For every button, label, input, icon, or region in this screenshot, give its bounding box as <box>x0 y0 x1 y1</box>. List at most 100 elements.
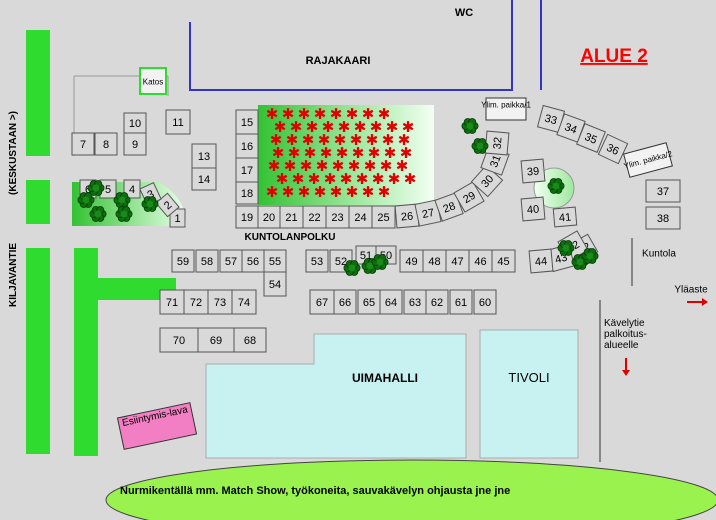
stall-53: 53 <box>305 249 329 273</box>
tree-icon <box>89 206 107 222</box>
esiintymislava-label: Esiintymis-lava <box>121 404 189 430</box>
ylaaste-label: Yläaste <box>674 285 708 296</box>
star-marker: ✱ <box>340 170 353 188</box>
stall-number: 57 <box>225 256 237 268</box>
stall-number: 37 <box>657 186 669 198</box>
stall-box <box>449 289 473 315</box>
stall-box <box>219 249 243 273</box>
stall-number: 52 <box>335 256 347 268</box>
stall-8: 8 <box>94 132 118 156</box>
star-marker: ✱ <box>306 118 319 136</box>
stall-box <box>576 123 606 153</box>
star-marker: ✱ <box>266 105 279 123</box>
stall-number: 45 <box>497 256 509 268</box>
stall-40: 40 <box>520 196 546 222</box>
tree-icon <box>557 240 575 256</box>
stall-number: 26 <box>400 210 413 223</box>
tree-icon <box>471 138 489 154</box>
ylim-paikka-2 <box>623 142 673 178</box>
star-marker: ✱ <box>400 144 413 162</box>
stall-number: 9 <box>132 139 138 151</box>
star-marker: ✱ <box>282 105 295 123</box>
stall-35: 35 <box>576 123 606 153</box>
stall-60: 60 <box>473 289 497 315</box>
stall-number: 8 <box>103 139 109 151</box>
stall-number: 56 <box>247 256 259 268</box>
stall-63: 63 <box>403 289 427 315</box>
star-marker: ✱ <box>320 144 333 162</box>
star-marker: ✱ <box>356 170 369 188</box>
stall-box <box>197 327 235 353</box>
uimahalli-building <box>205 333 467 459</box>
stall-number: 28 <box>442 200 458 215</box>
stall-number: 58 <box>201 256 213 268</box>
star-marker: ✱ <box>330 105 343 123</box>
star-marker: ✱ <box>290 118 303 136</box>
stall-number: 67 <box>316 297 328 309</box>
stall-number: 60 <box>479 297 491 309</box>
star-marker: ✱ <box>292 170 305 188</box>
tree-icon <box>77 192 95 208</box>
stall-number: 55 <box>269 256 281 268</box>
tree-icon <box>581 248 599 264</box>
stall-box <box>165 109 191 135</box>
stall-number: 48 <box>428 256 440 268</box>
kiljavantie-label: KILJAVANTIE <box>8 243 19 307</box>
star-markers: ✱✱✱✱✱✱✱✱✱✱✱✱✱✱✱✱✱✱✱✱✱✱✱✱✱✱✱✱✱✱✱✱✱✱✱✱✱✱✱✱… <box>266 105 417 201</box>
stall-number: 73 <box>214 297 226 309</box>
stall-10: 10 <box>123 112 147 134</box>
tree-icon <box>547 178 565 194</box>
main-field <box>258 105 434 205</box>
stall-box <box>231 289 257 315</box>
stall-2: 2 <box>155 192 180 218</box>
stall-20: 20 <box>257 205 281 229</box>
stall-17: 17 <box>235 157 259 183</box>
stall-number: 24 <box>354 212 366 224</box>
stall-23: 23 <box>325 205 350 229</box>
star-marker: ✱ <box>282 183 295 201</box>
stall-74: 74 <box>231 289 257 315</box>
star-marker: ✱ <box>398 131 411 149</box>
stall-24: 24 <box>348 205 373 229</box>
ylim-paikka-1 <box>485 97 527 121</box>
stall-49: 49 <box>399 249 424 273</box>
stall-box <box>94 132 118 156</box>
tree-icon <box>461 118 479 134</box>
stall-box <box>207 289 233 315</box>
stall-number: 66 <box>339 297 351 309</box>
stall-box <box>645 179 681 203</box>
stall-number: 65 <box>363 297 375 309</box>
stall-25: 25 <box>371 205 396 229</box>
stall-70: 70 <box>159 327 199 353</box>
star-marker: ✱ <box>388 170 401 188</box>
stall-number: 41 <box>558 211 571 224</box>
stall-34: 34 <box>556 113 586 143</box>
stall-number: 25 <box>377 212 389 224</box>
stall-number: 21 <box>285 212 297 224</box>
star-marker: ✱ <box>352 144 365 162</box>
stall-57: 57 <box>219 249 243 273</box>
stall-number: 62 <box>431 297 443 309</box>
stall-box <box>159 289 185 315</box>
stall-number: 19 <box>241 212 253 224</box>
stall-69: 69 <box>197 327 235 353</box>
stall-number: 64 <box>385 297 397 309</box>
stall-number: 35 <box>583 131 599 147</box>
star-marker: ✱ <box>274 118 287 136</box>
stall-box <box>357 289 381 315</box>
stall-26: 26 <box>394 203 420 229</box>
kuntola-label: Kuntola <box>642 249 676 260</box>
stall-5: 5 <box>99 179 117 199</box>
star-marker: ✱ <box>380 157 393 175</box>
stall-43: 43 <box>546 243 576 273</box>
star-marker: ✱ <box>338 118 351 136</box>
stall-number: 3 <box>146 188 157 201</box>
stall-number: 68 <box>244 335 256 347</box>
wc-label: WC <box>455 7 473 19</box>
stall-number: 63 <box>409 297 421 309</box>
stall-16: 16 <box>235 133 259 159</box>
stall-box <box>183 289 209 315</box>
star-marker: ✱ <box>384 144 397 162</box>
katos-label: Katos <box>143 78 163 87</box>
tree-icon <box>113 192 131 208</box>
